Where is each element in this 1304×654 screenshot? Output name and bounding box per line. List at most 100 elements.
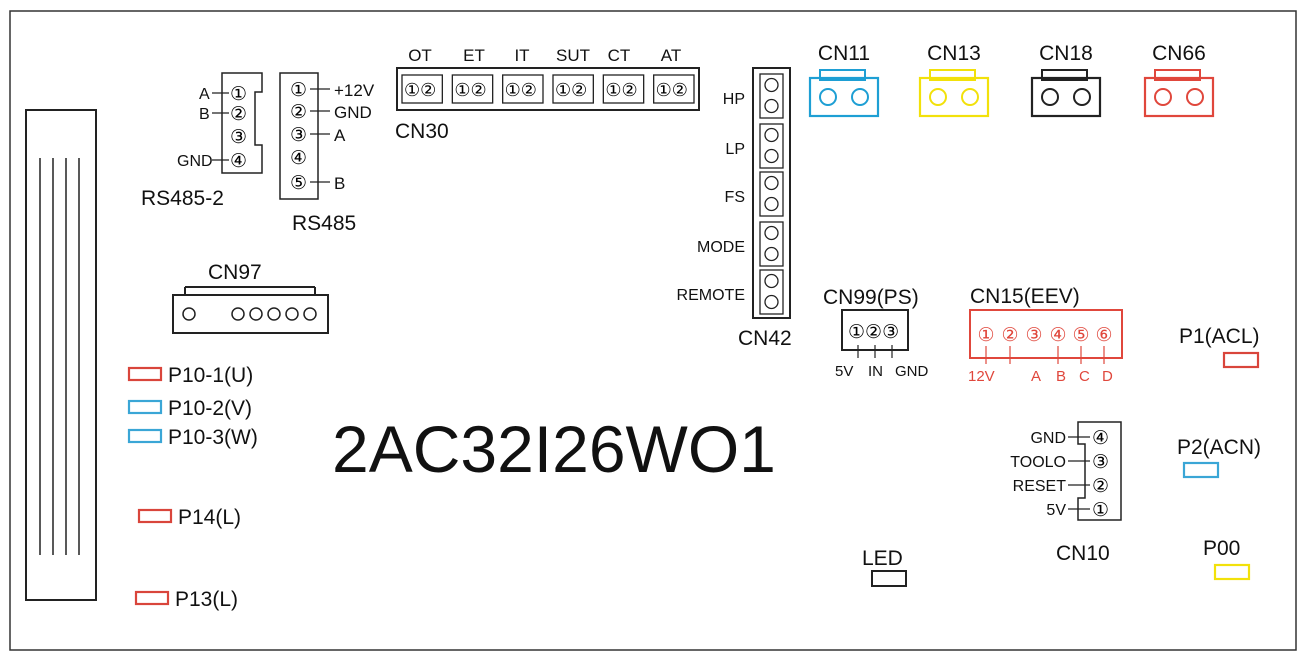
terminal-label: P1(ACL): [1179, 325, 1260, 348]
cn30-pin-pair: ①②: [555, 80, 587, 101]
cn97-label: CN97: [208, 261, 262, 284]
cn30-pin-pair: ①②: [505, 80, 537, 101]
cn15-pin: ⑥: [1095, 324, 1112, 346]
cn10-label: CN10: [1056, 542, 1110, 565]
cn30-sensor-label: IT: [514, 46, 529, 65]
terminal-label: P10-2(V): [168, 397, 252, 420]
cn15-pin: ①: [977, 324, 994, 346]
cn42-connector: HP LP FS MODE REMOTE CN42: [677, 67, 792, 350]
cn99-label: CN99(PS): [823, 286, 919, 309]
cn42-input-label: HP: [723, 91, 745, 108]
cn99-signal-in: IN: [868, 363, 883, 380]
cn30-label: CN30: [395, 120, 449, 143]
cn15-signal-b: B: [1056, 368, 1066, 385]
terminal-label: P10-1(U): [168, 364, 253, 387]
cn99-connector: ①②③ CN99(PS) 5V IN GND: [823, 286, 929, 380]
cn30-sensor-label: CT: [608, 46, 631, 65]
top-connector-body: [808, 76, 880, 118]
cn15-signal-c: C: [1079, 368, 1090, 385]
cn30-connector: ①② OT ①② ET ①② IT ①② SUT ①② CT ①② AT CN30: [395, 46, 700, 143]
cn15-pin: ②: [1001, 324, 1018, 346]
cn10-pin: ①: [1092, 499, 1109, 521]
cn15-signal-12v: 12V: [968, 368, 995, 385]
led-indicator: LED: [862, 547, 907, 587]
cn10-signal: GND: [1030, 430, 1066, 447]
terminal-pad: [134, 590, 170, 606]
terminal-pad: [1213, 563, 1251, 581]
left-heatsink: [25, 109, 97, 601]
cn30-sensor-label: ET: [463, 46, 485, 65]
rs485-2-signal: A: [199, 86, 210, 103]
cn30-pin-pair: ①②: [404, 80, 436, 101]
rs485-2-label: RS485-2: [141, 187, 224, 210]
cn15-label: CN15(EEV): [970, 285, 1080, 308]
terminal-label: P2(ACN): [1177, 436, 1261, 459]
cn97-connector: CN97: [172, 261, 329, 334]
rs485-pin: ①: [290, 79, 307, 101]
cn10-signal: 5V: [1046, 502, 1066, 519]
board-model-label: 2AC32I26WO1: [332, 412, 776, 486]
top-connector-label: CN66: [1152, 42, 1206, 65]
rs485-signal: B: [334, 174, 345, 193]
cn15-pin: ③: [1025, 324, 1042, 346]
rs485-2-pin: ①: [230, 83, 247, 105]
cn10-pin: ④: [1092, 427, 1109, 449]
terminal-pad: [127, 428, 163, 444]
cn30-pin-pair: ①②: [605, 80, 637, 101]
right-terminals: P1(ACL) P2(ACN) P00: [1177, 325, 1261, 581]
cn15-signal-a: A: [1031, 368, 1041, 385]
rs485-pin: ⑤: [290, 172, 307, 194]
top-connector-label: CN11: [818, 42, 870, 65]
cn42-input-label: FS: [725, 189, 745, 206]
cn42-label: CN42: [738, 327, 792, 350]
board-outline: [9, 10, 1297, 651]
terminal-pad: [137, 508, 173, 524]
terminal-pad: [1182, 461, 1220, 479]
cn10-signal: RESET: [1013, 478, 1067, 495]
top-connector-body: [1143, 76, 1215, 118]
cn10-pin: ②: [1092, 475, 1109, 497]
cn99-pins: ①②③: [848, 321, 899, 343]
cn10-signal: TOOLO: [1010, 454, 1066, 471]
rs485-2-signal: B: [199, 106, 210, 123]
terminal-pad: [127, 366, 163, 382]
cn42-input-label: REMOTE: [677, 287, 745, 304]
cn99-signal-gnd: GND: [895, 363, 929, 380]
rs485-label: RS485: [292, 212, 356, 235]
cn10-connector: ④ GND ③ TOOLO ② RESET ① 5V CN10: [1010, 421, 1122, 565]
terminal-pad: [127, 399, 163, 415]
cn30-pin-pair: ①②: [454, 80, 486, 101]
cn30-sensor-label: OT: [408, 46, 432, 65]
terminal-label: P10-3(W): [168, 426, 258, 449]
rs485-pin: ④: [290, 147, 307, 169]
cn15-signal-d: D: [1102, 368, 1113, 385]
rs485-2-pin: ③: [230, 126, 247, 148]
cn15-pin: ④: [1049, 324, 1066, 346]
terminal-label: P13(L): [175, 588, 238, 611]
terminal-pad: [1222, 351, 1260, 369]
rs485-signal: +12V: [334, 81, 375, 100]
left-terminals: P10-1(U)P10-2(V)P10-3(W)P14(L)P13(L): [127, 364, 258, 611]
rs485-2-pin: ②: [230, 103, 247, 125]
cn42-input-label: LP: [725, 141, 745, 158]
cn30-sensor-label: AT: [661, 46, 681, 65]
cn15-pin: ⑤: [1072, 324, 1089, 346]
top-connector-body: [1030, 76, 1102, 118]
rs485-2-pin: ④: [230, 150, 247, 172]
cn42-input-label: MODE: [697, 239, 745, 256]
top-connector-label: CN13: [927, 42, 981, 65]
cn10-pin: ③: [1092, 451, 1109, 473]
rs485-pin: ②: [290, 101, 307, 123]
rs485-pin: ③: [290, 124, 307, 146]
cn99-signal-5v: 5V: [835, 363, 853, 380]
cn30-pin-pair: ①②: [656, 80, 688, 101]
terminal-label: P00: [1203, 537, 1240, 560]
cn30-sensor-label: SUT: [556, 46, 590, 65]
rs485-signal: A: [334, 126, 346, 145]
top-connector-body: [918, 76, 990, 118]
top-connectors: CN11 CN13 CN18 CN66: [808, 42, 1215, 118]
top-connector-label: CN18: [1039, 42, 1093, 65]
